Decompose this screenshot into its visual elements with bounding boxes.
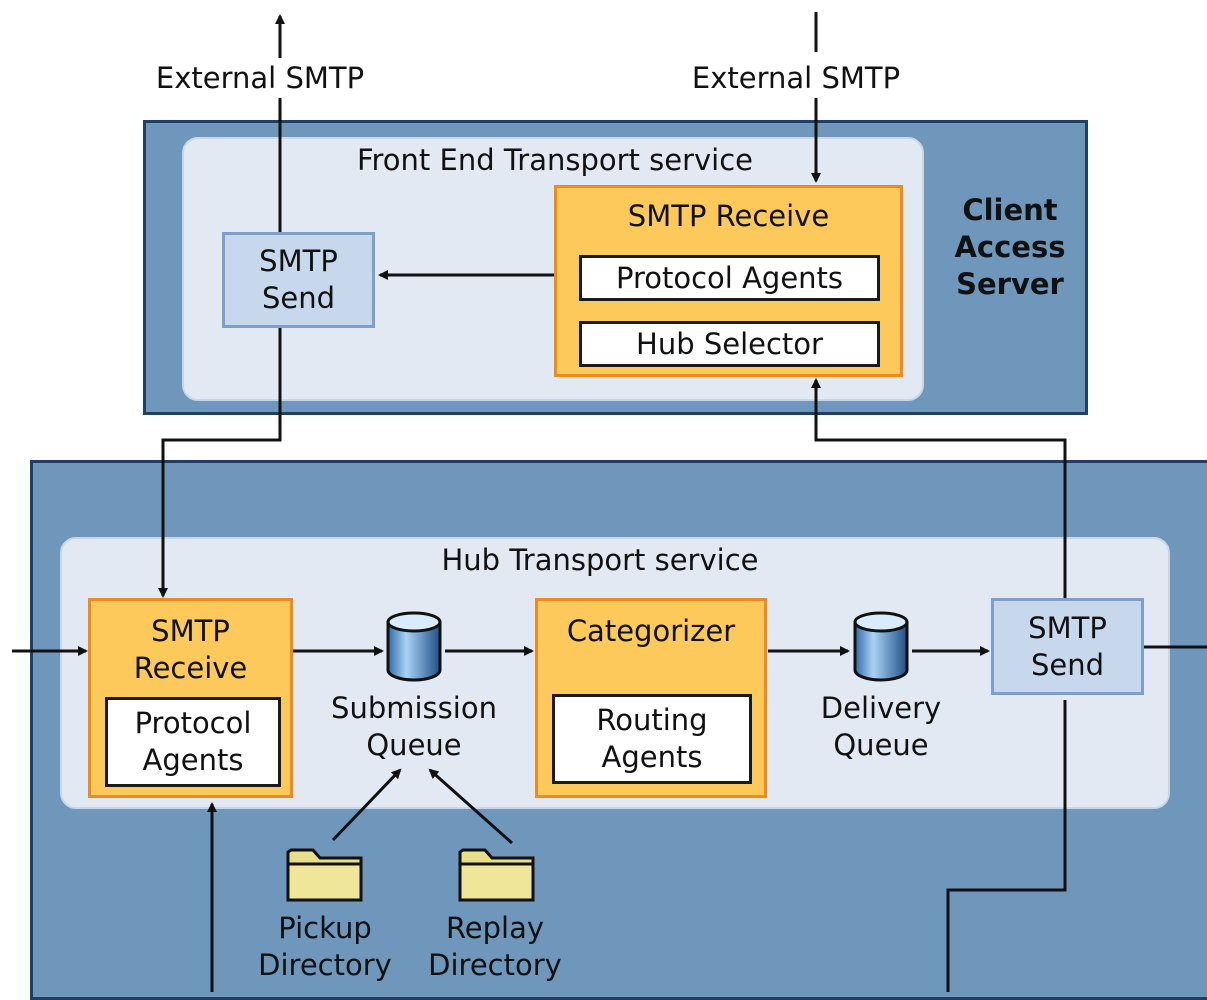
replay-directory-label: Replay Directory [415,910,575,984]
cas-label-line3: Server [956,267,1064,301]
hub-transport-title: Hub Transport service [441,543,759,577]
hub-smtp-send-line1: SMTP [1028,610,1107,645]
external-smtp-right-label: External SMTP [676,58,916,98]
submission-queue-line1: Submission [331,691,497,725]
categorizer-title: Categorizer [566,614,736,648]
cas-smtp-send-box: SMTP Send [222,232,375,328]
pickup-line2: Directory [258,948,392,982]
hub-smtp-receive-line1: SMTP [151,614,230,648]
routing-agents-line1: Routing [596,703,708,737]
hub-smtp-receive-box: SMTP Receive Protocol Agents [88,598,293,798]
delivery-queue-line2: Queue [833,728,929,762]
client-access-server-label: Client Access Server [935,192,1085,303]
pickup-directory-folder-icon [286,848,363,902]
cas-label-line1: Client [962,193,1058,227]
submission-queue-line2: Queue [366,728,462,762]
delivery-queue-label: Delivery Queue [790,690,972,764]
delivery-queue-line1: Delivery [820,691,942,725]
pickup-directory-label: Pickup Directory [245,910,405,984]
replay-directory-folder-icon [458,848,535,902]
wire-cas-send-to-hub-receive [158,328,282,598]
submission-queue-label: Submission Queue [310,690,518,764]
delivery-queue-icon [853,611,909,682]
cas-hub-selector-label: Hub Selector [636,327,823,361]
cas-smtp-receive-box: SMTP Receive Protocol Agents Hub Selecto… [554,185,903,377]
hub-smtp-send-line2: Send [1030,647,1105,682]
cas-hub-selector-box: Hub Selector [579,321,880,367]
external-smtp-left-label: External SMTP [140,58,380,98]
replay-line1: Replay [445,911,545,945]
cas-smtp-send-line1: SMTP [259,244,338,278]
categorizer-box: Categorizer Routing Agents [535,598,767,798]
wire-hub-send-to-cas-receive [811,378,1067,600]
hub-smtp-receive-line2: Receive [133,651,248,685]
hub-smtp-send-box: SMTP Send [991,598,1144,695]
hub-protocol-agents-line1: Protocol [134,706,252,740]
wire-replay-to-submission [428,768,513,845]
submission-queue-icon [386,611,442,682]
cas-protocol-agents-box: Protocol Agents [579,255,880,301]
replay-line2: Directory [428,948,562,982]
cas-smtp-receive-title: SMTP Receive [627,199,830,233]
hub-protocol-agents-line2: Agents [142,743,244,777]
routing-agents-box: Routing Agents [552,694,752,784]
front-end-transport-title: Front End Transport service [300,142,810,179]
cas-protocol-agents-label: Protocol Agents [615,261,844,295]
hub-protocol-agents-box: Protocol Agents [105,697,281,787]
cas-label-line2: Access [954,230,1066,264]
pickup-line1: Pickup [278,911,372,945]
wire-bottom-to-send-column [946,700,1067,992]
routing-agents-line2: Agents [601,740,703,774]
wire-pickup-to-submission [331,768,402,842]
cas-smtp-send-line2: Send [261,281,336,315]
